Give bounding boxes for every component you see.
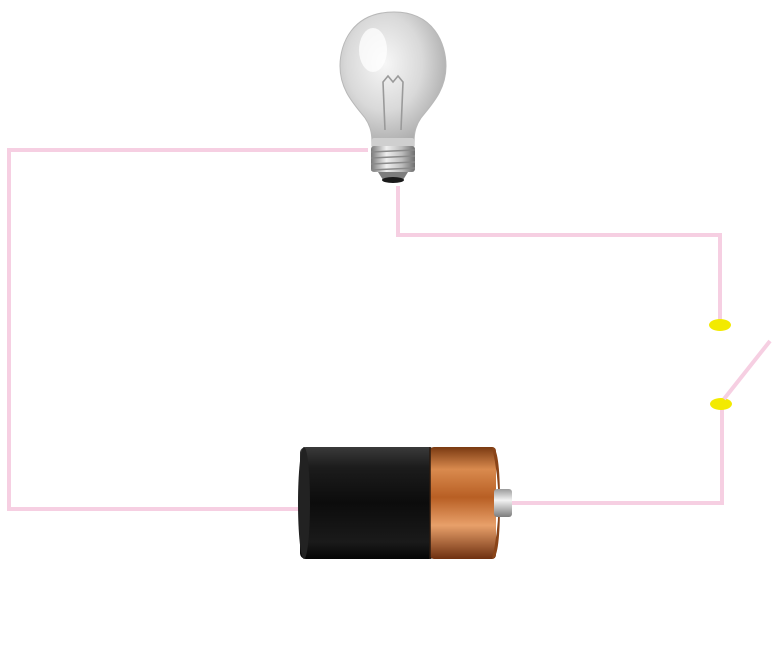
bulb-filament-icon	[382, 74, 404, 131]
battery-cap-rim	[492, 447, 500, 559]
light-bulb	[339, 11, 447, 183]
battery-left-end	[298, 447, 310, 559]
bulb-screw-base	[371, 146, 415, 172]
wires	[7, 148, 724, 511]
battery	[298, 447, 512, 559]
battery-black-body	[300, 447, 435, 559]
battery-positive-terminal	[494, 489, 512, 517]
wire-left	[7, 148, 368, 511]
wire-top-right	[396, 186, 722, 322]
switch-contact-bottom	[710, 398, 732, 410]
wire-bottom-right	[512, 408, 724, 505]
switch-lever	[722, 339, 772, 401]
bulb-neck	[372, 138, 414, 147]
switch	[709, 319, 772, 410]
battery-copper-cap	[430, 447, 496, 559]
bulb-glass-icon	[339, 11, 447, 147]
switch-contact-top	[709, 319, 731, 331]
bulb-highlight	[359, 28, 387, 72]
bulb-contact	[382, 177, 404, 183]
